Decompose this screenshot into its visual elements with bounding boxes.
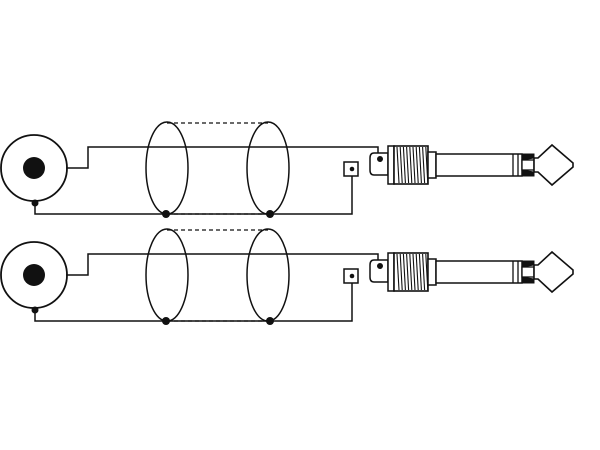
insulator-ring-top — [521, 260, 535, 268]
plug-tip — [533, 250, 574, 294]
insulator-neck — [521, 266, 535, 278]
tip-solder-lug — [369, 152, 389, 176]
plug-tip — [533, 143, 574, 187]
barrel-thread-line — [412, 253, 416, 291]
shield-ellipse-left — [145, 228, 189, 322]
tip-solder-point — [377, 263, 383, 269]
ground-wire — [34, 175, 353, 215]
barrel-thread-line — [422, 253, 426, 291]
shield-ellipse-right — [246, 121, 290, 215]
barrel-thread-line — [422, 146, 426, 184]
barrel-thread-line — [399, 253, 403, 291]
ground-wire — [34, 282, 353, 322]
barrel-thread-line — [402, 253, 406, 291]
barrel-thread-line — [406, 146, 410, 184]
plug-collar — [387, 252, 395, 292]
barrel-thread-line — [406, 253, 410, 291]
insulator-ring-bottom — [521, 169, 535, 177]
sleeve-solder-point — [349, 273, 355, 279]
shield-contact-dot-right — [266, 210, 274, 218]
insulator-ring-bottom — [521, 276, 535, 284]
tip-solder-lug — [369, 259, 389, 283]
signal-wire — [66, 253, 386, 276]
sleeve-solder-point — [349, 166, 355, 172]
rca-socket-pin — [23, 157, 45, 179]
shield-contact-dot-left — [162, 317, 170, 325]
barrel-thread-line — [396, 253, 400, 291]
plug-collar — [387, 145, 395, 185]
barrel-thread-line — [418, 146, 422, 184]
shield-contact-dot-left — [162, 210, 170, 218]
barrel-thread-line — [415, 253, 419, 291]
insulator-ring-top — [521, 153, 535, 161]
plug-shoulder — [427, 151, 437, 179]
shield-ellipse-right — [246, 228, 290, 322]
plug-sleeve — [435, 153, 523, 177]
tip-solder-point — [377, 156, 383, 162]
insulator-neck — [521, 159, 535, 171]
barrel-thread-line — [415, 146, 419, 184]
barrel-thread-line — [402, 146, 406, 184]
plug-shoulder — [427, 258, 437, 286]
signal-wire — [66, 146, 386, 169]
plug-sleeve — [435, 260, 523, 284]
barrel-thread-line — [412, 146, 416, 184]
upper-cable — [0, 121, 574, 218]
shield-contact-dot-right — [266, 317, 274, 325]
barrel-thread-line — [418, 253, 422, 291]
barrel-thread-line — [409, 253, 413, 291]
shield-ellipse-left — [145, 121, 189, 215]
rca-socket-pin — [23, 264, 45, 286]
barrel-thread-line — [409, 146, 413, 184]
barrel-thread-line — [399, 146, 403, 184]
lower-cable — [0, 228, 574, 325]
barrel-thread-line — [396, 146, 400, 184]
